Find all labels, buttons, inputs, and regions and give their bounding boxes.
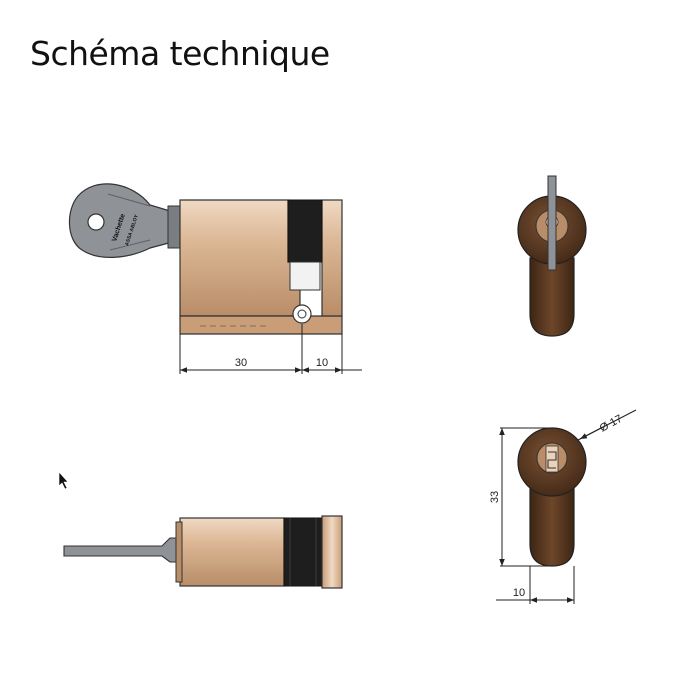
- mouse-cursor-icon: [58, 471, 69, 490]
- dimension-side: 30 10: [179, 324, 362, 374]
- bottom-view: [63, 515, 343, 589]
- cylinder-bottom: [179, 517, 285, 587]
- cylinder-end-cap: [321, 199, 343, 317]
- side-view-with-key: Vachette ASSA ABLOY 30 10: [68, 183, 362, 374]
- key-blade-profile: [547, 175, 557, 271]
- dim-profile-diameter: Ø 17: [598, 413, 625, 435]
- key: Vachette ASSA ABLOY: [68, 183, 181, 258]
- profile-view-dimensioned: 33 Ø 17 10: [489, 409, 637, 604]
- cylinder-base: [179, 315, 343, 335]
- page-title: Schéma technique: [30, 34, 330, 73]
- profile-view-with-key: [517, 175, 587, 337]
- cylinder-body: [179, 199, 301, 317]
- dim-body-length: 30: [235, 357, 247, 369]
- cam-slot: [289, 261, 321, 291]
- end-cap-bottom: [321, 515, 343, 589]
- dim-profile-offset: 10: [513, 587, 525, 599]
- dim-cam-length: 10: [316, 357, 328, 369]
- key-blade-bottom: [63, 537, 181, 563]
- cam: [287, 199, 323, 263]
- dim-profile-height: 33: [489, 491, 501, 503]
